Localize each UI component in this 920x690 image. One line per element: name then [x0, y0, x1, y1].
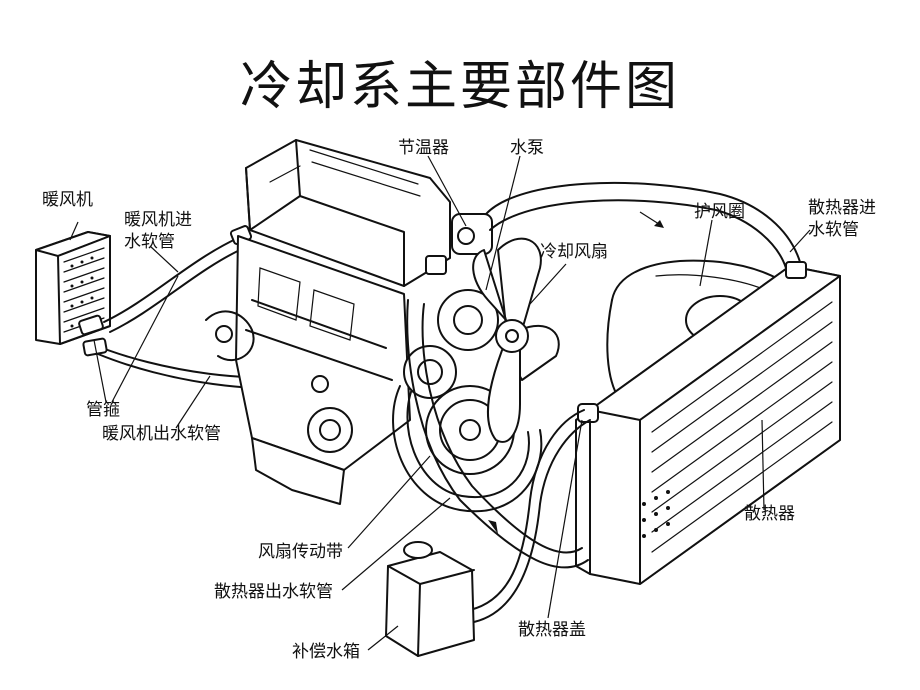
label-expansion-tank: 补偿水箱	[292, 642, 360, 662]
overflow-hose	[469, 409, 591, 623]
label-radiator-inlet-hose-line1: 散热器进	[808, 198, 876, 218]
label-radiator-outlet-hose: 散热器出水软管	[214, 582, 333, 602]
label-fan-belt: 风扇传动带	[258, 542, 343, 562]
label-radiator-inlet-hose-line2: 水软管	[808, 220, 859, 240]
engine-block	[205, 139, 451, 505]
label-hose-clamp: 管箍	[86, 400, 120, 420]
radiator-inlet-hose	[485, 181, 801, 269]
expansion-tank	[385, 541, 475, 657]
label-heater-inlet-hose-line1: 暖风机进	[124, 210, 192, 230]
water-pump	[437, 289, 499, 351]
label-heater-inlet-hose-line2: 水软管	[124, 232, 175, 252]
label-water-pump: 水泵	[510, 138, 544, 158]
page-title: 冷却系主要部件图	[239, 57, 680, 117]
radiator-outlet-hose	[406, 299, 589, 569]
radiator	[575, 261, 841, 585]
thermostat-housing	[425, 213, 493, 275]
leader-lines	[69, 155, 811, 651]
label-radiator: 散热器	[744, 504, 795, 524]
label-heater: 暖风机	[42, 190, 93, 210]
label-fan-shroud: 护风圈	[694, 202, 745, 222]
label-cooling-fan: 冷却风扇	[540, 242, 608, 262]
label-heater-outlet-hose: 暖风机出水软管	[102, 424, 221, 444]
label-thermostat: 节温器	[398, 138, 449, 158]
heater-core	[35, 231, 111, 345]
cooling-fan	[472, 237, 560, 443]
label-radiator-cap: 散热器盖	[518, 620, 586, 640]
